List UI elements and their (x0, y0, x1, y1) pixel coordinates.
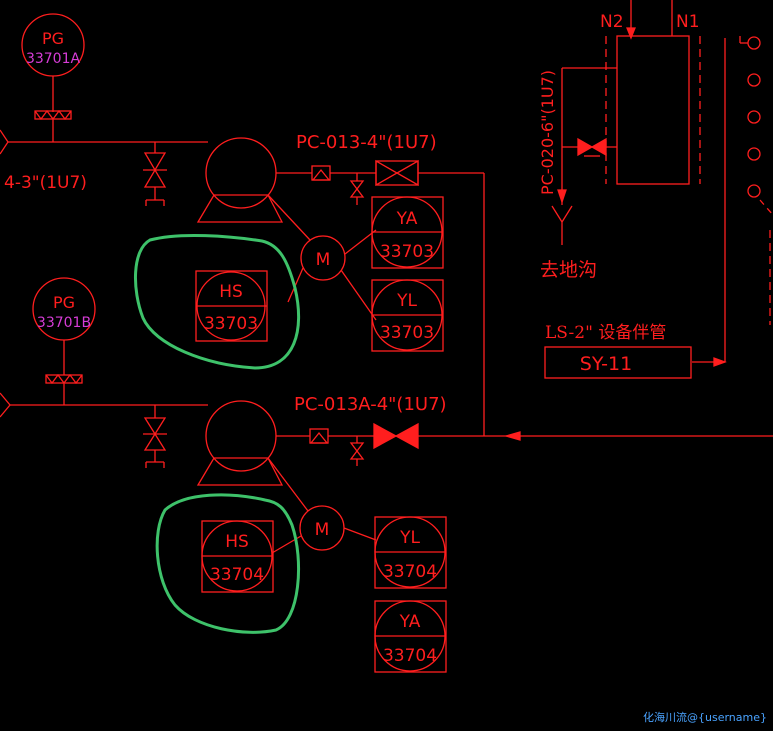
annotation-circle-hs-33704 (155, 493, 301, 634)
alarm-ya-33704 (374, 600, 447, 673)
pg-b-number: 33701B (37, 315, 91, 331)
n1-label: N1 (676, 12, 700, 32)
hand-switch-hs-33704 (201, 520, 274, 593)
line-label-left-top: 4-3"(1U7) (4, 173, 87, 193)
motor-top-label: M (316, 250, 331, 270)
pg-b-tag: PG (53, 293, 75, 312)
watermark: 化海川流@{username} (643, 711, 767, 724)
n2-label: N2 (600, 12, 624, 32)
pressure-gauge-33701a (21, 13, 85, 142)
yl-bottom-number: 33704 (383, 562, 437, 582)
suction-line-top (0, 129, 208, 155)
ya-top-tag: YA (396, 209, 418, 229)
ya-top-number: 33703 (380, 242, 434, 262)
pg-a-tag: PG (42, 29, 64, 48)
discharge-line-top (311, 159, 485, 436)
hs-top-tag: HS (219, 282, 243, 302)
pump-top (196, 137, 312, 223)
line-label-pc013a: PC-013A-4"(1U7) (294, 394, 447, 415)
hand-switch-hs-33703 (195, 270, 268, 342)
hs-bottom-number: 33704 (210, 565, 264, 585)
indicator-yl-33703 (371, 279, 444, 352)
motor-bottom (267, 457, 377, 554)
ya-bottom-number: 33704 (383, 646, 437, 666)
alarm-ya-33703 (371, 196, 444, 269)
annotation-circle-hs-33703 (134, 233, 301, 370)
drain-line-pc020 (551, 67, 617, 245)
yl-bottom-tag: YL (399, 528, 420, 548)
drain-valve-top (143, 142, 167, 206)
ya-bottom-tag: YA (399, 612, 421, 632)
ls-line-label: LS-2" 设备伴管 (545, 323, 666, 343)
sy-box-label: SY-11 (580, 353, 632, 375)
pump-bottom (196, 400, 310, 486)
yl-top-number: 33703 (380, 323, 434, 343)
pg-a-number: 33701A (26, 51, 81, 67)
discharge-line-bottom (309, 422, 773, 466)
line-label-pc013: PC-013-4"(1U7) (296, 132, 437, 153)
pressure-gauge-33701b (32, 277, 96, 405)
hs-bottom-tag: HS (225, 532, 249, 552)
motor-bottom-label: M (315, 520, 330, 540)
indicator-yl-33704 (374, 516, 447, 589)
hs-top-number: 33703 (204, 314, 258, 334)
suction-line-bottom (0, 392, 208, 418)
vessel (605, 0, 701, 185)
drain-valve-bottom (143, 405, 167, 468)
line-label-pc020: PC-020-6"(1U7) (538, 70, 557, 195)
sy-box (544, 346, 692, 379)
drain-label: 去地沟 (540, 259, 597, 281)
yl-top-tag: YL (396, 291, 417, 311)
tracing-coil (692, 36, 773, 367)
